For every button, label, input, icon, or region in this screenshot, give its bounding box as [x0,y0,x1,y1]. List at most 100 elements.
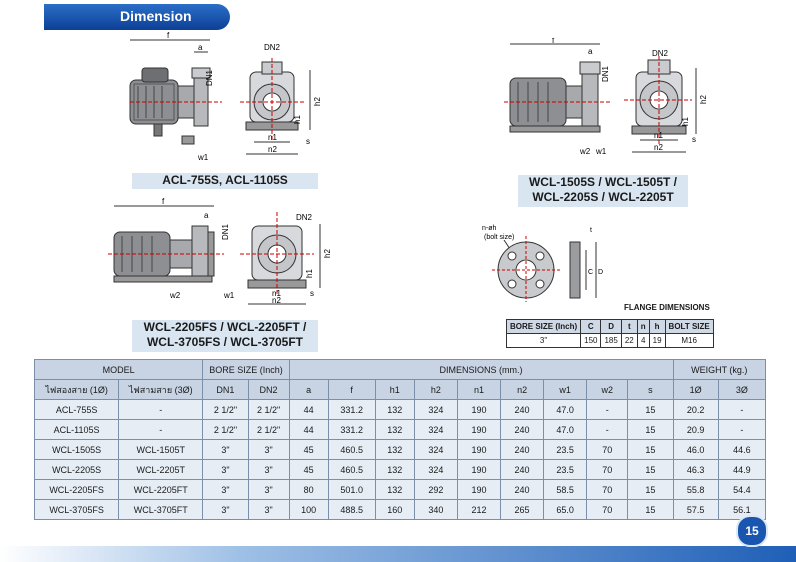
flange-header-cell: h [648,319,666,334]
column-header: n2 [500,379,545,400]
table-cell: 324 [413,439,458,460]
table-cell: 240 [500,479,545,500]
table-cell: 3" [247,479,290,500]
dim-a-label: a [204,211,209,220]
table-cell: 15 [627,499,674,520]
figure-acl-caption: ACL-755S, ACL-1105S [132,173,318,189]
dim-a-label: a [198,43,203,52]
dim-h1-label: h1 [681,117,690,126]
column-header: 3Ø [717,379,767,400]
dim-f-label: f [162,197,165,206]
caption-line-1: WCL-2205FS / WCL-2205FT / [143,320,307,334]
flange-d-label: D [598,269,603,276]
table-cell: 190 [456,439,502,460]
table-cell: 70 [586,479,629,500]
dim-n1-label: n1 [654,131,663,140]
table-cell: 324 [413,459,458,480]
flange-header-cell: D [600,319,622,334]
table-cell: 70 [586,459,629,480]
table-cell: WCL-3705FS [33,499,120,520]
dim-s-label: s [306,137,310,146]
table-cell: 132 [374,479,415,500]
flange-table-header-row: BORE SIZE (Inch) C D t n h BOLT SIZE [505,319,714,334]
header-weight: WEIGHT (kg.) [672,359,766,380]
column-header: h1 [374,379,415,400]
header-model: MODEL [33,359,204,380]
flange-cell: 4 [636,333,650,348]
footer-bar [0,546,796,562]
table-cell: 132 [374,439,415,460]
table-cell: 15 [627,479,674,500]
column-header: ไฟสองสาย (1Ø) [33,379,120,400]
caption-line-2: WCL-2205S / WCL-2205T [532,190,674,204]
dim-h1-label: h1 [293,115,302,124]
table-cell: 212 [456,499,502,520]
dim-dn1-label: DN1 [205,69,214,86]
table-cell: 240 [500,439,545,460]
flange-dimensions-table: BORE SIZE (Inch) C D t n h BOLT SIZE 3" … [505,319,714,348]
table-cell: 70 [586,439,629,460]
column-header: s [627,379,674,400]
table-cell: 3" [202,479,249,500]
dim-h2-label: h2 [699,95,708,104]
dim-w2-label: w2 [169,291,181,300]
figure-wcl-2205f-caption: WCL-2205FS / WCL-2205FT / WCL-3705FS / W… [132,320,318,352]
table-cell: 190 [456,459,502,480]
table-cell: 324 [413,419,458,440]
flange-header-cell: t [620,319,638,334]
flange-cell: 19 [648,333,666,348]
table-cell: - [717,419,767,440]
dim-a-label: a [588,47,593,56]
table-cell: 324 [413,399,458,420]
table-cell: 15 [627,439,674,460]
table-cell: - [586,419,629,440]
flange-header-cell: BOLT SIZE [664,319,714,334]
section-header-tab: Dimension [44,4,230,30]
dim-n1-label: n1 [272,289,281,298]
flange-cell: M16 [664,333,714,348]
table-cell: 46.3 [672,459,719,480]
column-header: DN2 [247,379,290,400]
table-cell: 501.0 [327,479,376,500]
table-cell: 3" [202,439,249,460]
column-header: n1 [456,379,502,400]
figure-flange-drawing: n-øh (bolt size) t C D [482,222,632,302]
table-cell: 44.9 [717,459,767,480]
figure-wcl-1505-drawing: f a DN1 w2 w1 DN2 h2 h1 n1 n2 s [496,38,726,164]
column-header: DN1 [202,379,249,400]
flange-cell: 150 [580,333,602,348]
figure-wcl-2205f-drawing: f a DN1 w2 w1 DN2 h2 h1 n1 n2 s [100,196,340,308]
column-header: f [327,379,376,400]
table-cell: 2 1/2" [202,399,249,420]
table-cell: 45 [288,459,329,480]
table-cell: 47.0 [543,399,588,420]
figure-wcl-1505-caption: WCL-1505S / WCL-1505T / WCL-2205S / WCL-… [518,175,688,207]
table-cell: WCL-2205FT [118,479,204,500]
table-cell: 23.5 [543,459,588,480]
table-cell: WCL-2205S [33,459,120,480]
dim-f-label: f [552,38,555,45]
dim-n2-label: n2 [268,145,277,154]
caption-line-2: WCL-3705FS / WCL-3705FT [146,335,304,349]
table-cell: 20.9 [672,419,719,440]
table-cell: 44.6 [717,439,767,460]
table-cell: - [586,399,629,420]
table-cell: - [118,419,204,440]
flange-cell: 185 [600,333,622,348]
table-cell: 15 [627,459,674,480]
table-cell: 45 [288,439,329,460]
flange-table-title: FLANGE DIMENSIONS [624,303,710,312]
table-cell: 46.0 [672,439,719,460]
flange-header-cell: C [580,319,602,334]
table-cell: 3" [247,499,290,520]
table-cell: 132 [374,419,415,440]
table-cell: WCL-2205FS [33,479,120,500]
dim-w1-label: w1 [197,153,209,162]
column-header: w2 [586,379,629,400]
table-cell: WCL-2205T [118,459,204,480]
flange-bolt-label: (bolt size) [484,234,514,241]
dim-f-label: f [167,31,170,40]
